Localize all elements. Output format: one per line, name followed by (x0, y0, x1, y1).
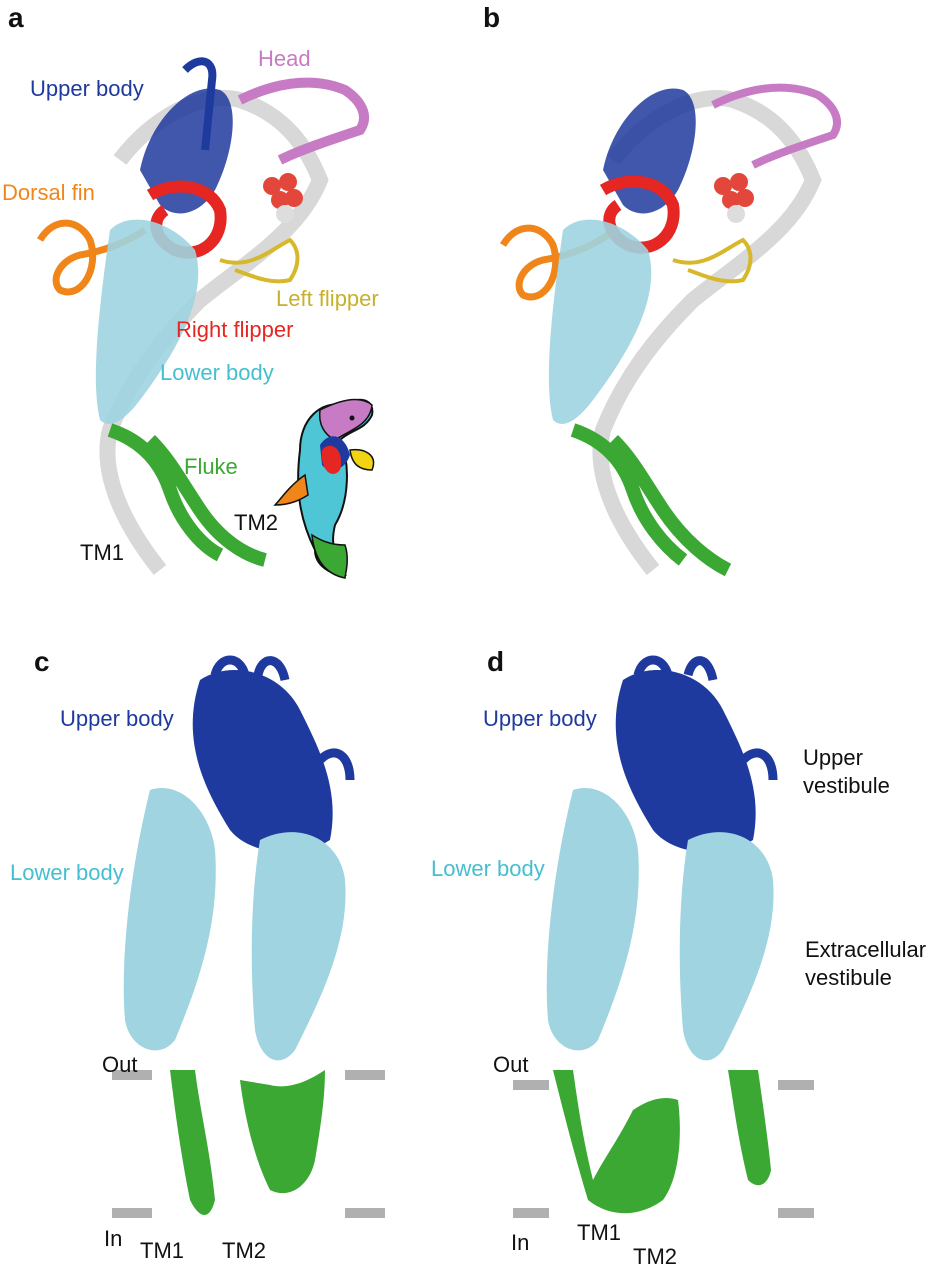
label-upper-body: Upper body (483, 706, 597, 731)
label-fluke: Fluke (184, 454, 238, 479)
tm2-helix (240, 1070, 325, 1194)
head-domain (237, 77, 369, 165)
panel-letter-d: d (487, 646, 505, 677)
panel-b-structure (500, 83, 841, 577)
membrane-marker-in-left (112, 1208, 152, 1218)
label-tm2: TM2 (234, 510, 278, 535)
membrane-marker-out-left (513, 1080, 549, 1090)
upper-body-domain (603, 88, 696, 214)
left-flipper-domain (219, 237, 300, 284)
panel-a: a Upper body Head Dorsal fin Left flippe… (0, 0, 473, 630)
label-tm1: TM1 (577, 1220, 621, 1245)
panel-c-structure (112, 655, 385, 1218)
ligand-spheres (263, 173, 303, 223)
label-tm2: TM2 (222, 1238, 266, 1263)
fluke-helices (570, 423, 732, 577)
membrane-marker-out-left (112, 1070, 152, 1080)
fluke-helices (107, 423, 267, 567)
panel-letter-c: c (34, 646, 50, 677)
panel-c: c Upper body Lower body Out In TM1 TM2 (0, 640, 473, 1274)
label-out: Out (493, 1052, 529, 1077)
label-extracellular-vestibule-line2: vestibule (805, 965, 892, 990)
label-left-flipper: Left flipper (276, 286, 379, 311)
membrane-marker-in-right (778, 1208, 814, 1218)
lower-body-left (546, 788, 639, 1051)
panel-d-structure (513, 655, 814, 1218)
label-lower-body: Lower body (160, 360, 274, 385)
label-tm2: TM2 (633, 1244, 677, 1269)
tm1-tm2-helices (553, 1070, 680, 1214)
tm-helix-right (728, 1070, 771, 1186)
dorsal-fin-domain (37, 219, 147, 296)
tm1-helix (170, 1070, 215, 1215)
upper-body-loop (182, 57, 217, 151)
label-dorsal-fin: Dorsal fin (2, 180, 95, 205)
panel-a-structure (37, 57, 375, 579)
panel-letter-b: b (483, 2, 501, 33)
label-right-flipper: Right flipper (176, 317, 294, 342)
label-tm1: TM1 (80, 540, 124, 565)
label-in: In (104, 1226, 123, 1251)
lower-body-domain (548, 219, 652, 424)
panel-d: d Upper body Lower body Upper vestibule … (431, 640, 946, 1274)
label-head: Head (258, 46, 311, 71)
label-extracellular-vestibule-line1: Extracellular (805, 937, 927, 962)
membrane-marker-out-right (345, 1070, 385, 1080)
head-domain (711, 83, 841, 169)
label-upper-body: Upper body (60, 706, 174, 731)
label-tm1: TM1 (140, 1238, 184, 1263)
panel-letter-a: a (8, 2, 24, 33)
panel-b: b (473, 0, 946, 630)
left-flipper-domain (672, 237, 753, 284)
membrane-marker-in-left (513, 1208, 549, 1218)
lower-body-right (679, 832, 774, 1061)
label-extracellular-vestibule: Extracellular vestibule (805, 936, 926, 992)
upper-body-domain (192, 670, 333, 853)
ligand-spheres (714, 173, 754, 223)
label-lower-body: Lower body (431, 856, 545, 881)
label-upper-vestibule: Upper vestibule (803, 744, 890, 800)
lower-body-domain (95, 219, 199, 424)
upper-body-loops (633, 655, 778, 781)
label-upper-vestibule-line2: vestibule (803, 773, 890, 798)
upper-body-loops (210, 655, 355, 781)
label-lower-body: Lower body (10, 860, 124, 885)
label-upper-vestibule-line1: Upper (803, 745, 863, 770)
membrane-marker-out-right (778, 1080, 814, 1090)
label-in: In (511, 1230, 530, 1255)
label-upper-body: Upper body (30, 76, 144, 101)
dolphin-cartoon (273, 398, 375, 579)
lower-body-left (123, 788, 216, 1051)
lower-body-right (251, 832, 346, 1061)
membrane-marker-in-right (345, 1208, 385, 1218)
upper-body-domain (615, 670, 756, 853)
label-out: Out (102, 1052, 138, 1077)
